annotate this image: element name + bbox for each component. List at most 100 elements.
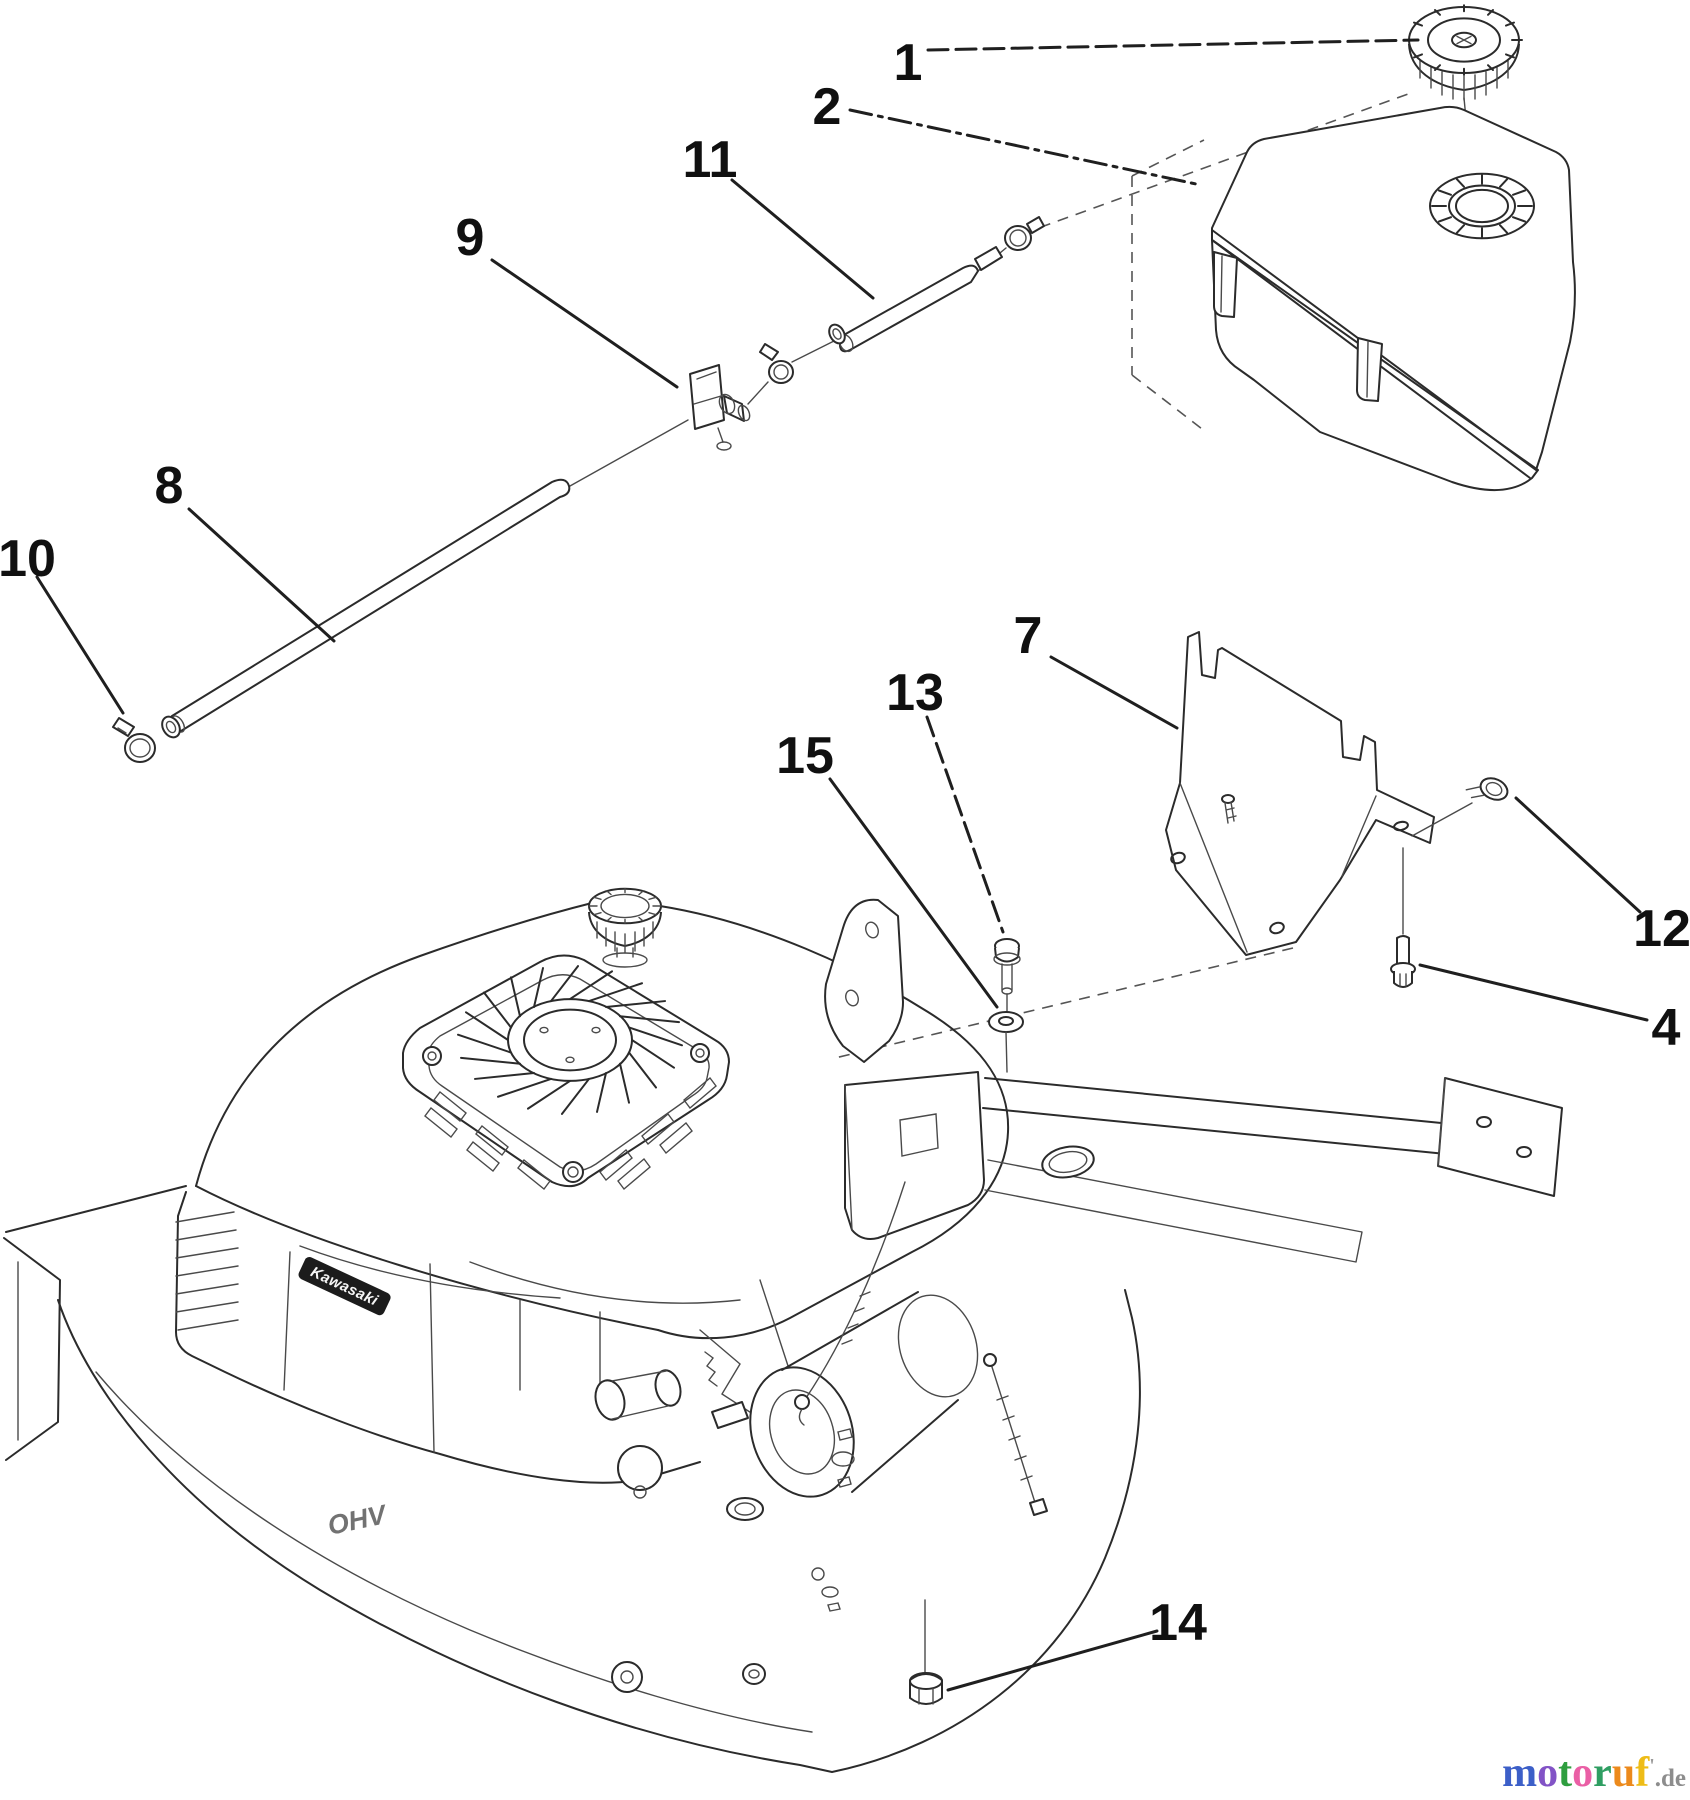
carb-body-lines [612, 1371, 668, 1419]
bolt13-flange [994, 953, 1020, 965]
cable-run [806, 1182, 905, 1398]
bowl-nut [634, 1486, 646, 1498]
callout-15: 15 [776, 727, 834, 785]
callout-7: 7 [1014, 607, 1043, 665]
ring-outer [159, 713, 184, 740]
drum-face [734, 1354, 870, 1510]
badge-plate [298, 1256, 391, 1316]
washer-15 [989, 1012, 1023, 1072]
valve-spout-end [717, 442, 731, 450]
clamp-ring-lower [159, 713, 184, 740]
handle-bracket [1438, 1078, 1562, 1196]
boss-right [691, 1044, 709, 1062]
crankcase-outline [176, 1192, 700, 1483]
small-hex-bit [812, 1568, 824, 1580]
leader-15 [830, 779, 997, 1007]
deck-oval-hole [727, 1498, 763, 1520]
shroud-top-left-edge [196, 903, 592, 1186]
leader-9 [492, 260, 677, 387]
recoil-corner-bosses [423, 1044, 709, 1182]
callout-2: 2 [813, 78, 842, 136]
bolt12-shank [1464, 782, 1486, 801]
crankcase-seams [284, 1252, 600, 1452]
leader-2 [850, 110, 1196, 184]
handle-bracket-hole-2 [1517, 1147, 1531, 1157]
assembly-centerlines [570, 94, 1470, 1058]
bolt13-head-side [995, 948, 1019, 962]
boss-left-screw [428, 1052, 436, 1060]
engine: Kawasaki OHV [176, 889, 1008, 1541]
leader-10 [37, 577, 123, 713]
recoil-starter [403, 955, 729, 1189]
wm-letter-m: m [1502, 1750, 1537, 1796]
leader-11 [732, 180, 873, 298]
screw-thread [1225, 802, 1236, 823]
tank-tab-left [1214, 252, 1237, 317]
engine-valve-type-text: OHV [325, 1499, 390, 1541]
engine-mount-bracket [825, 900, 903, 1062]
bolt-13 [994, 939, 1020, 1011]
hose-clamp-upper [1005, 217, 1044, 250]
clamp-up-inner [1010, 230, 1026, 246]
cable-end-fitting [795, 1395, 809, 1409]
deck-round-hole-2-inner [749, 1670, 759, 1678]
tank-filler-neck [1430, 174, 1534, 238]
drum-rear [886, 1285, 990, 1407]
clamp-up-screw [1027, 217, 1044, 233]
neck-thread-ticks [1432, 175, 1532, 237]
cap-vent-mark [1457, 36, 1471, 43]
washer-outer [989, 1012, 1023, 1032]
wm-letter-f: f [1635, 1750, 1650, 1796]
clamp-mid-screw [760, 344, 778, 360]
bolt4-head [1394, 971, 1412, 987]
cable-spring-coils [842, 1292, 870, 1344]
mower-deck [4, 1072, 1562, 1772]
clamp-mid-inner [774, 365, 788, 379]
recoil-bezel-inner [428, 975, 709, 1171]
fan-center-plate [524, 1010, 616, 1071]
wm-letter-u: u [1612, 1750, 1635, 1796]
boss-right-screw [696, 1049, 704, 1057]
fan-louvers [458, 966, 682, 1114]
shroud-bottom-edge [196, 1186, 658, 1330]
drum-body-lines [782, 1292, 958, 1492]
neck-mid-ring [1449, 186, 1515, 227]
float-bowl [618, 1446, 662, 1490]
deck-round-hole-1 [612, 1662, 642, 1692]
boss-bottom [563, 1162, 583, 1182]
leader-8 [189, 509, 334, 641]
bolt4-shaft [1397, 936, 1409, 966]
fan-screw-1 [566, 1057, 574, 1062]
wm-suffix: .de [1655, 1765, 1686, 1792]
boss-bottom-screw [568, 1167, 578, 1177]
neck-outer-ring [1430, 174, 1534, 238]
chute-outline [4, 1238, 60, 1460]
clamp10-screw-housing [113, 718, 134, 736]
shroud-detail-lines [300, 1246, 740, 1303]
washer-axis [1006, 1032, 1007, 1072]
wm-letter-o1: o [1537, 1750, 1558, 1796]
bracket-alignment-line [835, 948, 1293, 1058]
washer-inner [999, 1017, 1013, 1025]
bolt-4 [1391, 848, 1415, 987]
handle-bracket-plate [1438, 1078, 1562, 1196]
clamp-up-band [1005, 226, 1031, 250]
clamp-mid-band [769, 361, 793, 383]
bracket-hole-left [1170, 851, 1187, 865]
blower-housing [734, 1285, 990, 1510]
tower-details [845, 1085, 938, 1230]
deck-oval-hole-inner [735, 1503, 755, 1515]
watermark-logo: motoruf'.de [1502, 1750, 1686, 1796]
mount-bracket-hole-bottom [844, 988, 861, 1007]
rod-line [992, 1367, 1038, 1512]
mounting-bracket [1166, 632, 1434, 955]
hose-clamp-middle [760, 344, 793, 383]
rod-spring [997, 1396, 1032, 1480]
flange-nut-14 [910, 1600, 942, 1704]
fan-screw-2 [540, 1027, 548, 1032]
leader-12 [1516, 798, 1640, 912]
valve-inlet [716, 392, 737, 416]
control-cable [795, 1182, 905, 1425]
fan-screw-3 [592, 1027, 600, 1032]
